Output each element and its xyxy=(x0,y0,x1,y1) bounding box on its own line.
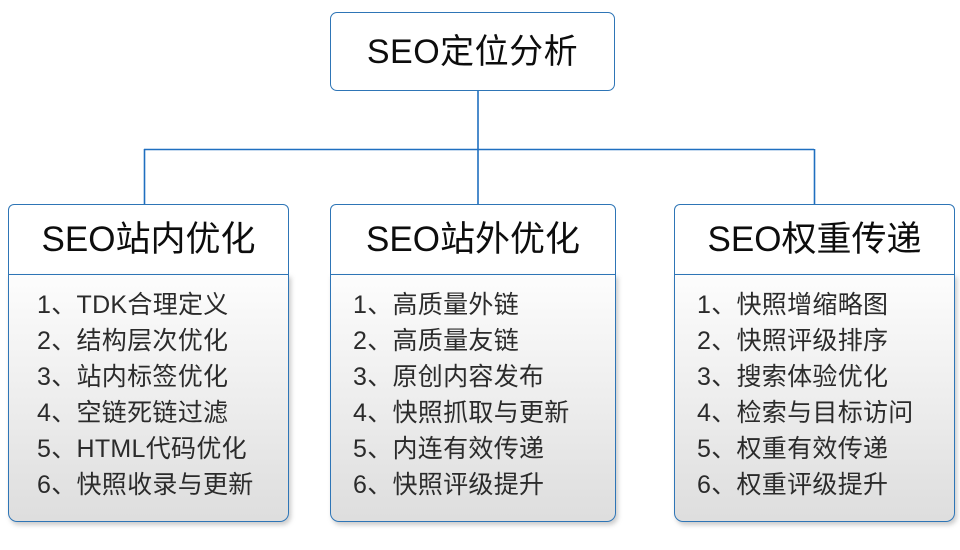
column-header-0[interactable]: SEO站内优化 xyxy=(8,204,289,275)
list-item: 1、高质量外链 xyxy=(353,291,520,319)
list-item: 2、高质量友链 xyxy=(353,327,520,355)
root-node-label: SEO定位分析 xyxy=(366,32,579,71)
list-item: 3、站内标签优化 xyxy=(37,363,229,391)
column-list-1: 1、高质量外链 2、高质量友链 3、原创内容发布 4、快照抓取与更新 5、内连有… xyxy=(330,274,616,522)
list-item: 4、快照抓取与更新 xyxy=(353,399,570,427)
column-seo-onsite: SEO站内优化 1、TDK合理定义 2、结构层次优化 3、站内标签优化 4、空链… xyxy=(8,204,289,522)
list-item: 4、检索与目标访问 xyxy=(697,399,914,427)
column-seo-offsite: SEO站外优化 1、高质量外链 2、高质量友链 3、原创内容发布 4、快照抓取与… xyxy=(330,204,616,522)
list-item: 4、空链死链过滤 xyxy=(37,399,229,427)
list-item: 5、HTML代码优化 xyxy=(37,435,247,463)
list-item: 6、权重评级提升 xyxy=(697,471,889,499)
list-item: 1、TDK合理定义 xyxy=(37,291,229,319)
column-title-0: SEO站内优化 xyxy=(41,220,256,259)
column-list-2: 1、快照增缩略图 2、快照评级排序 3、搜索体验优化 4、检索与目标访问 5、权… xyxy=(674,274,955,522)
list-item: 1、快照增缩略图 xyxy=(697,291,889,319)
list-item: 6、快照收录与更新 xyxy=(37,471,254,499)
list-item: 2、结构层次优化 xyxy=(37,327,229,355)
list-item: 5、权重有效传递 xyxy=(697,435,889,463)
column-list-0: 1、TDK合理定义 2、结构层次优化 3、站内标签优化 4、空链死链过滤 5、H… xyxy=(8,274,289,522)
column-title-1: SEO站外优化 xyxy=(366,220,580,259)
column-header-1[interactable]: SEO站外优化 xyxy=(330,204,616,275)
list-item: 3、搜索体验优化 xyxy=(697,363,889,391)
column-seo-weight-transfer: SEO权重传递 1、快照增缩略图 2、快照评级排序 3、搜索体验优化 4、检索与… xyxy=(674,204,955,522)
list-item: 5、内连有效传递 xyxy=(353,435,545,463)
list-item: 2、快照评级排序 xyxy=(697,327,889,355)
column-title-2: SEO权重传递 xyxy=(707,220,922,259)
list-item: 6、快照评级提升 xyxy=(353,471,545,499)
list-item: 3、原创内容发布 xyxy=(353,363,545,391)
root-node[interactable]: SEO定位分析 xyxy=(330,12,615,91)
column-header-2[interactable]: SEO权重传递 xyxy=(674,204,955,275)
